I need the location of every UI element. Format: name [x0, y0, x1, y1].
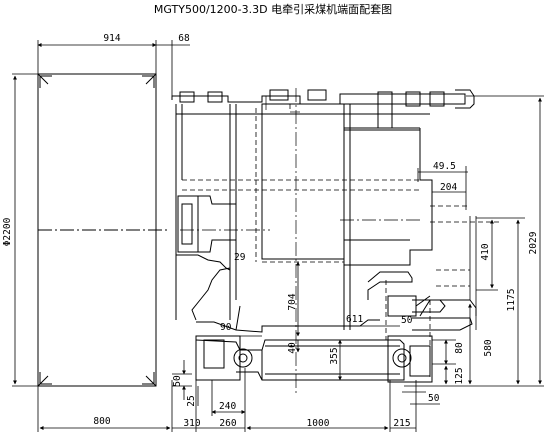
center-lines [180, 88, 420, 395]
dim-drum-diameter [12, 73, 38, 387]
label-68: 68 [178, 33, 190, 44]
label-800: 800 [93, 416, 110, 427]
label-1000: 1000 [307, 418, 330, 429]
label-50a: 50 [401, 315, 413, 326]
label-25: 25 [186, 395, 197, 406]
label-80: 80 [454, 342, 465, 354]
bottom-dims [37, 360, 440, 432]
label-914: 914 [103, 33, 120, 44]
label-704: 704 [287, 293, 298, 310]
label-49-5: 49.5 [433, 161, 456, 172]
label-dia2200: Φ2200 [2, 217, 13, 246]
interior-dims [236, 261, 456, 385]
label-580: 580 [483, 339, 494, 356]
hidden-lines [182, 104, 500, 380]
label-611: 611 [346, 314, 363, 325]
drawing-title: MGTY500/1200-3.3D 电牵引采煤机端面配套图 [154, 2, 392, 16]
label-240: 240 [219, 401, 236, 412]
label-50b: 50 [428, 393, 440, 404]
label-50c: 50 [172, 375, 183, 387]
dims-49-204 [417, 166, 468, 210]
label-204: 204 [440, 182, 457, 193]
cutting-drum [37, 73, 170, 387]
label-125: 125 [454, 367, 465, 384]
label-90: 90 [220, 322, 232, 333]
label-29: 29 [234, 252, 246, 263]
label-215: 215 [393, 418, 410, 429]
label-310: 310 [183, 418, 200, 429]
label-40: 40 [287, 342, 298, 354]
dim-914-68 [37, 40, 190, 100]
label-2029: 2029 [528, 231, 539, 254]
right-dims [404, 95, 544, 387]
label-410: 410 [480, 243, 491, 260]
label-355: 355 [329, 347, 340, 364]
label-260: 260 [219, 418, 236, 429]
label-1175: 1175 [506, 289, 517, 312]
shearer-body [171, 89, 477, 383]
